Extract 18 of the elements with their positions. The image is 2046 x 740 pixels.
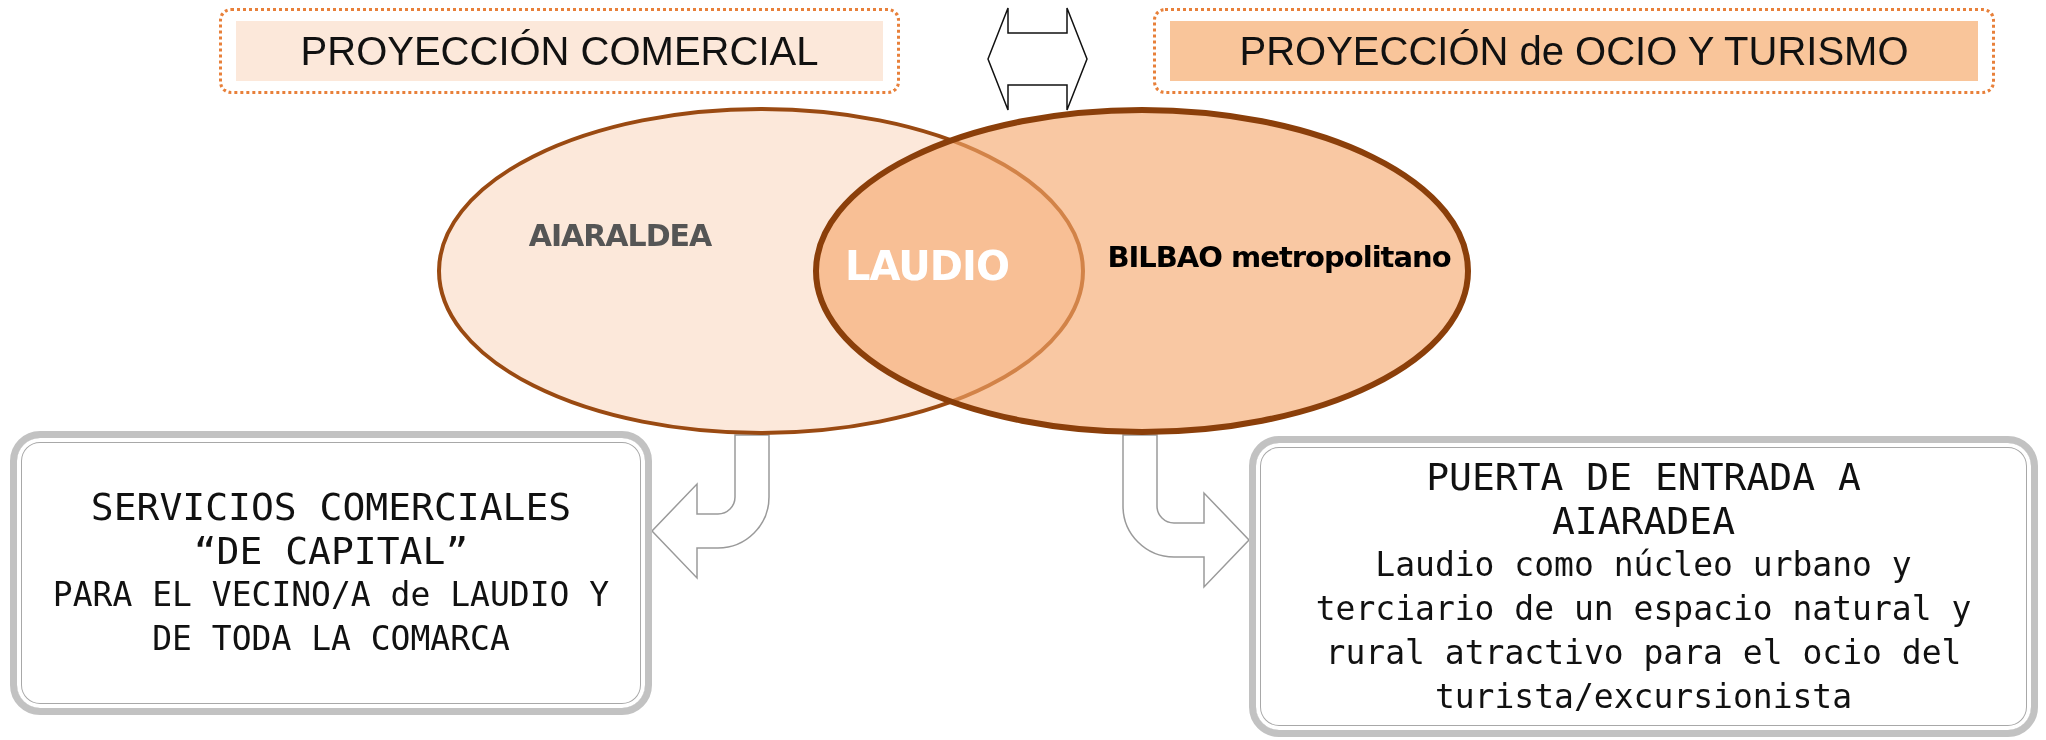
region-label: BILBAO metropolitano (1107, 240, 1451, 274)
card-heading: PUERTA DE ENTRADA A AIARADEA (1425, 454, 1862, 543)
block-arrow (1122, 434, 1250, 588)
heading-text: PROYECCIÓN de OCIO Y TURISMO (1239, 28, 1909, 74)
block-arrow (987, 7, 1088, 111)
region-label: AIARALDEA (528, 217, 712, 253)
text-card (10, 431, 652, 715)
card-heading: SERVICIOS COMERCIALES “DE CAPITAL” (89, 485, 573, 573)
heading-box (219, 8, 900, 94)
text-card (1249, 436, 2038, 737)
overlap-label: LAUDIO (845, 243, 1009, 289)
heading-text: PROYECCIÓN COMERCIAL (300, 28, 819, 74)
card-text: PARA EL VECINO/A de LAUDIO Y DE TODA LA COMARCA (51, 574, 611, 660)
block-arrow (651, 434, 770, 579)
card-text: Laudio como núcleo urbano y terciario de un espacio natural y rural atractivo para el ocio del turista/excursionista (1314, 543, 1973, 718)
ellipse (437, 107, 1085, 435)
heading-box (1153, 8, 1995, 94)
ellipse (813, 107, 1471, 435)
